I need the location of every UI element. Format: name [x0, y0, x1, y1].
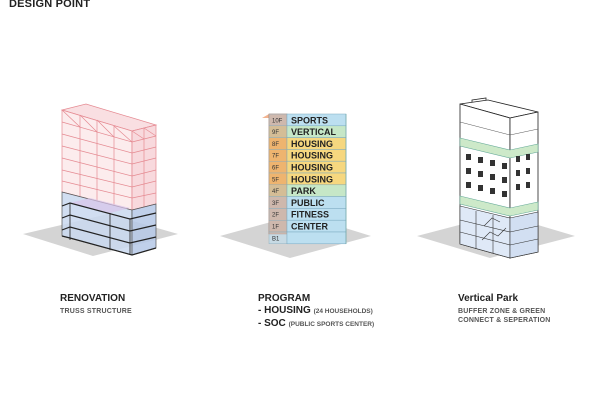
program-line-housing: - HOUSING (24 HOUSEHOLDS): [258, 305, 374, 318]
program-floor-band: [286, 231, 347, 245]
caption-renovation: RENOVATION TRUSS STRUCTURE: [60, 293, 132, 315]
program-floor-number: 10F: [272, 118, 283, 124]
program-floor-number: B1: [272, 236, 280, 242]
program-floor-number: 3F: [272, 201, 279, 207]
program-floor-label: HOUSING: [291, 139, 333, 149]
existing-building: [61, 191, 157, 256]
program-floor-label: PARK: [291, 186, 316, 196]
program-floor-number: 2F: [272, 213, 279, 219]
buffer-zone-lower: [459, 195, 539, 217]
vertical-park-title: Vertical Park: [458, 293, 519, 304]
program-soc-note: (PUBLIC SPORTS CENTER): [288, 321, 375, 328]
program-floor-label: CENTER: [291, 222, 329, 232]
program-floor-number: 6F: [272, 166, 279, 172]
program-line-soc: - SOC (PUBLIC SPORTS CENTER): [258, 318, 374, 331]
renovation-building: [23, 103, 178, 256]
program-floor-number: 9F: [272, 130, 279, 136]
program-housing-label: - HOUSING: [258, 305, 311, 316]
caption-program: PROGRAM - HOUSING (24 HOUSEHOLDS) - SOC …: [258, 293, 374, 331]
buffer-zone-upper: [459, 137, 539, 159]
program-floor-number: 1F: [272, 225, 279, 231]
program-soc-label: - SOC: [258, 318, 286, 329]
vertical-park-building: [417, 97, 575, 259]
vertical-park-line2: CONNECT & SEPERATION: [458, 317, 551, 324]
vertical-park-line1: BUFFER ZONE & GREEN: [458, 308, 546, 315]
program-floor-number: 7F: [272, 154, 279, 160]
program-floor-label: FITNESS: [291, 210, 329, 220]
caption-vertical-park: Vertical Park BUFFER ZONE & GREEN CONNEC…: [458, 293, 551, 324]
program-floor-number: 5F: [272, 177, 279, 183]
program-floor-label: HOUSING: [291, 174, 333, 184]
renovation-title: RENOVATION: [60, 293, 126, 304]
program-title: PROGRAM: [258, 293, 311, 304]
program-building: 10F SPORTS 9F VERTICAL 8F HOUSING 7F HOUSING 6F H…: [220, 113, 371, 258]
program-floor-stack: 10F SPORTS 9F VERTICAL 8F HOUSING 7F HOUSING 6F H…: [268, 113, 347, 245]
housing-windows: [466, 154, 530, 197]
renovation-subtitle: TRUSS STRUCTURE: [60, 308, 132, 315]
program-floor-label: SPORTS: [291, 115, 328, 125]
program-floor-label: PUBLIC: [291, 198, 325, 208]
program-floor-label: VERTICAL: [291, 127, 337, 137]
page-title: DESIGN POINT: [9, 0, 91, 10]
program-floor-number: 8F: [272, 142, 279, 148]
program-floor-number: 4F: [272, 189, 279, 195]
program-floor-label: HOUSING: [291, 151, 333, 161]
program-housing-note: (24 HOUSEHOLDS): [313, 308, 373, 315]
truss-structure: [60, 103, 158, 211]
program-floor-label: HOUSING: [291, 163, 333, 173]
